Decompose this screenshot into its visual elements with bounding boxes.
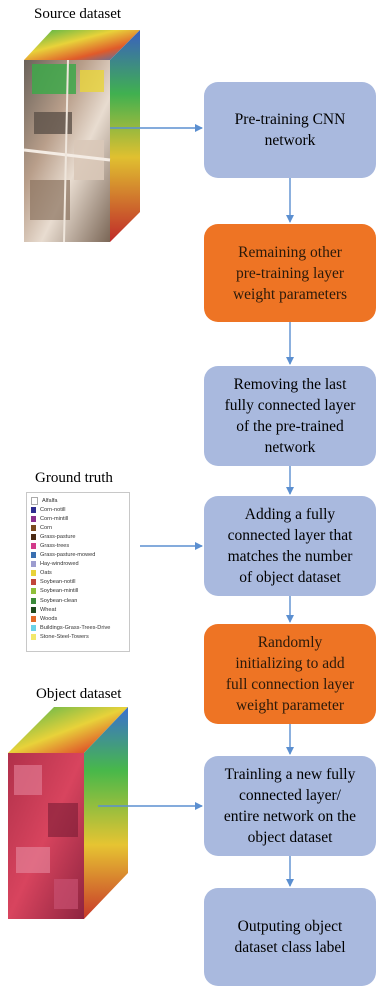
step-text: Remaining other pre-training layer weight …	[233, 242, 347, 305]
step-line: Remaining other	[238, 243, 342, 261]
legend-label: Soybean-clean	[40, 597, 78, 604]
legend-swatch	[31, 597, 36, 604]
legend-item: Oats	[31, 569, 125, 578]
step-line: connected layer that	[227, 527, 353, 544]
legend-swatch	[31, 606, 36, 613]
legend-label: Hay-windrowed	[40, 561, 79, 568]
legend-item: Grass-trees	[31, 541, 125, 550]
legend-swatch	[31, 579, 36, 586]
legend-label: Grass-pasture-mowed	[40, 552, 96, 559]
legend-swatch	[31, 633, 36, 640]
legend-swatch	[31, 543, 36, 550]
step-output-labels: Outputing object dataset class label	[204, 888, 376, 986]
legend-swatch	[31, 506, 36, 513]
legend-swatch	[31, 496, 38, 505]
legend-swatch	[31, 552, 36, 559]
step-line: weight parameters	[232, 285, 348, 303]
legend-swatch	[31, 588, 36, 595]
source-dataset-cube	[24, 30, 140, 243]
legend-label: Stone-Steel-Towers	[40, 633, 89, 640]
step-line: pre-training layer	[235, 264, 344, 282]
step-line: full connection layer	[225, 676, 355, 693]
legend-item: Stone-Steel-Towers	[31, 632, 125, 641]
step-text: Pre-training CNN network	[235, 109, 346, 151]
legend-label: Corn-mintill	[40, 515, 69, 522]
step-line: dataset class label	[234, 939, 346, 956]
ground-truth-label: Ground truth	[35, 470, 113, 486]
object-dataset-cube	[8, 707, 128, 919]
legend-label: Alfalfa	[42, 497, 58, 504]
legend-label: Grass-pasture	[40, 533, 76, 540]
step-remaining-weights: Remaining other pre-training layer weight …	[204, 224, 376, 322]
step-line: Randomly	[257, 634, 323, 651]
legend-item: Corn	[31, 523, 125, 532]
step-line: initializing to add	[235, 655, 345, 672]
step-line: of the pre-trained	[236, 418, 344, 435]
legend-item: Buildings-Grass-Trees-Drive	[31, 623, 125, 632]
step-text: Trainling a new fully connected layer/ent…	[224, 764, 356, 848]
legend-label: Buildings-Grass-Trees-Drive	[40, 624, 111, 631]
step-remove-fc-layer: Removing the last fully connected layer of…	[204, 366, 376, 466]
legend-label: Corn	[40, 524, 53, 531]
step-text: Randomly initializing to add full connecti…	[226, 632, 354, 716]
step-line: fully connected layer	[224, 397, 356, 414]
legend-label: Grass-trees	[40, 543, 70, 550]
step-line: network	[264, 439, 316, 456]
legend-item: Grass-pasture	[31, 532, 125, 541]
step-line: object dataset	[247, 829, 333, 846]
legend-swatch	[31, 561, 36, 568]
step-line: Pre-training CNN	[234, 111, 346, 128]
step-line: entire network on the	[223, 808, 357, 825]
step-line: Removing the last	[233, 376, 347, 393]
legend-label: Soybean-mintill	[40, 588, 79, 595]
legend-label: Soybean-notill	[40, 579, 76, 586]
legend-label: Woods	[40, 615, 58, 622]
step-line: Trainling a new fully	[224, 766, 356, 783]
legend-item: Wheat	[31, 605, 125, 614]
legend-item: Soybean-clean	[31, 596, 125, 605]
legend-swatch	[31, 515, 36, 522]
legend-label: Corn-notill	[40, 506, 66, 513]
legend-swatch	[31, 615, 36, 622]
step-line: connected layer/	[239, 787, 341, 804]
legend-item: Soybean-mintill	[31, 587, 125, 596]
step-add-fc-layer: Adding a fully connected layer that matche…	[204, 496, 376, 596]
step-pretrain-cnn: Pre-training CNN network	[204, 82, 376, 178]
legend-item: Alfalfa	[31, 496, 125, 505]
step-random-init: Randomly initializing to add full connecti…	[204, 624, 376, 724]
legend-item: Soybean-notill	[31, 578, 125, 587]
step-line: of object dataset	[239, 569, 341, 586]
step-line: Adding a fully	[244, 506, 336, 523]
step-line: Outputing object	[237, 918, 343, 935]
legend-item: Corn-notill	[31, 505, 125, 514]
legend-item: Corn-mintill	[31, 514, 125, 523]
legend-label: Oats	[40, 570, 52, 577]
legend-item: Hay-windrowed	[31, 560, 125, 569]
legend-item: Woods	[31, 614, 125, 623]
step-text: Removing the last fully connected layer of…	[225, 374, 356, 458]
step-train-network: Trainling a new fully connected layer/ent…	[204, 756, 376, 856]
legend-item: Grass-pasture-mowed	[31, 551, 125, 560]
step-line: network	[264, 132, 316, 149]
step-line: weight parameter	[235, 697, 344, 714]
legend-swatch	[31, 533, 36, 540]
legend-swatch	[31, 624, 36, 631]
step-text: Outputing object dataset class label	[234, 916, 345, 958]
source-dataset-label: Source dataset	[34, 6, 122, 22]
object-dataset-label: Object dataset	[36, 686, 122, 702]
step-line: matches the number	[227, 548, 353, 565]
legend-swatch	[31, 570, 36, 577]
legend-label: Wheat	[40, 606, 57, 613]
step-text: Adding a fully connected layer that matche…	[228, 504, 353, 588]
legend-swatch	[31, 524, 36, 531]
